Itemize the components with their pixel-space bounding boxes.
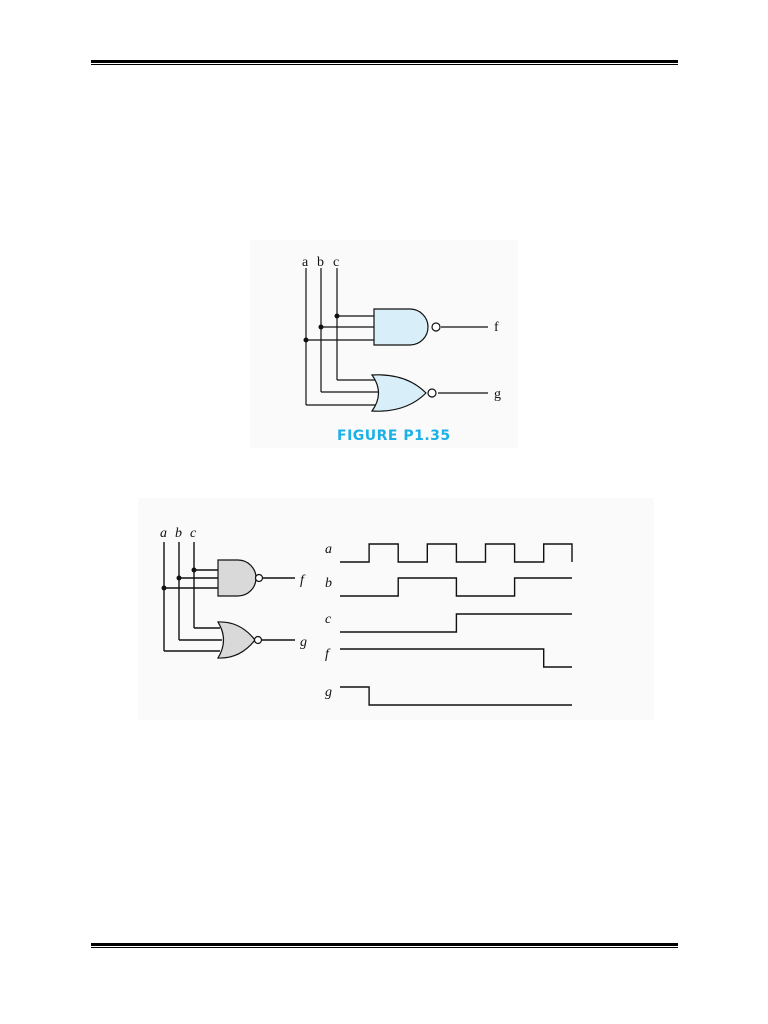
nand-gate-2	[217, 559, 257, 597]
fig2-output-g: g	[300, 635, 307, 650]
nor-bubble-2	[253, 635, 263, 645]
fig2-input-c: c	[190, 526, 197, 541]
nor-gate	[370, 374, 427, 412]
fig1-output-g: g	[494, 387, 501, 402]
signal-label-g: g	[325, 685, 332, 700]
figure-caption: FIGURE P1.35	[337, 428, 451, 444]
waveform-f	[340, 648, 572, 668]
fig1-input-a: a	[302, 255, 309, 270]
signal-label-c: c	[325, 612, 332, 627]
fig2-input-b: b	[175, 526, 182, 541]
waveform-b	[340, 577, 572, 597]
waveform-a	[340, 543, 573, 563]
signal-label-b: b	[325, 576, 332, 591]
nand-bubble-2	[254, 573, 264, 583]
figure2-junction-dots	[161, 567, 197, 591]
waveform-g	[340, 686, 572, 706]
header-rule	[91, 60, 678, 63]
fig1-output-f: f	[494, 320, 499, 335]
nand-bubble	[431, 322, 441, 332]
fig1-input-b: b	[317, 255, 324, 270]
fig2-output-f: f	[300, 573, 306, 588]
footer-rule	[91, 943, 678, 946]
figure2-wires	[163, 542, 295, 652]
nand-gate	[373, 308, 429, 346]
timing-waveforms: a b c f g	[325, 542, 573, 706]
fig1-input-c: c	[333, 255, 339, 270]
fig2-input-a: a	[160, 526, 167, 541]
figure2-background	[138, 498, 654, 720]
nor-bubble	[427, 388, 437, 398]
figure1-wires	[305, 268, 488, 406]
nor-gate-2	[216, 621, 256, 659]
footer-rule-thin	[91, 947, 678, 948]
signal-label-a: a	[325, 542, 332, 557]
waveform-c	[340, 613, 572, 633]
header-rule-thin	[91, 64, 678, 65]
signal-label-f: f	[325, 647, 331, 662]
figure1-junction-dots	[303, 313, 340, 343]
